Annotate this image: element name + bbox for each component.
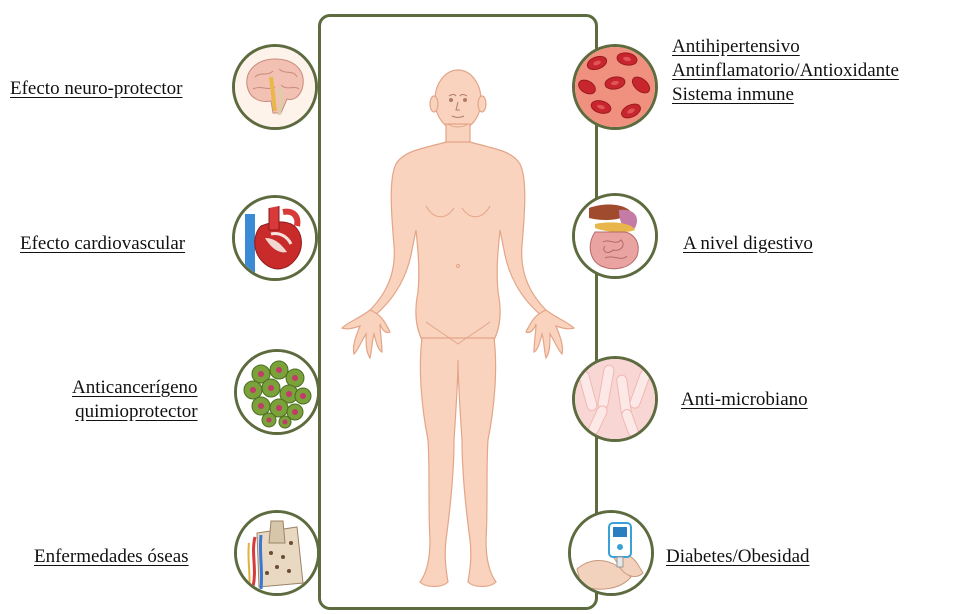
heart-icon [235,198,315,278]
brain-circle [232,44,318,130]
anticancer-line2: quimioprotector [72,400,198,424]
diabetes-circle [568,510,654,596]
digestive-system-icon [575,196,655,276]
antimicrobial-label: Anti-microbiano [681,388,808,412]
bone-diseases-label: Enfermedades óseas [34,545,189,569]
microbial-circle [572,356,658,442]
glucometer-icon [571,513,651,593]
diabetes-obesity-label: Diabetes/Obesidad [666,545,810,569]
heart-circle [232,195,318,281]
cancer-cells-icon [237,352,317,432]
antihypertensive-line2: Antinflamatorio/Antioxidante [672,59,899,83]
digestive-label: A nivel digestivo [683,232,813,256]
blood-circle [572,44,658,130]
red-blood-cells-icon [575,47,655,127]
bacteria-icon [575,359,655,439]
antihypertensive-line1: Antihipertensivo [672,35,899,59]
human-body-figure [330,60,586,600]
neuro-protective-label: Efecto neuro-protector [10,77,183,101]
antihypertensive-line3: Sistema inmune [672,83,899,107]
cancer-cells-circle [234,349,320,435]
brain-icon [235,47,315,127]
digestive-circle [572,193,658,279]
anticancer-line1: Anticancerígeno [72,376,198,400]
bone-tissue-icon [237,513,317,593]
antihypertensive-label: Antihipertensivo Antinflamatorio/Antioxi… [672,35,899,107]
bone-circle [234,510,320,596]
cardiovascular-label: Efecto cardiovascular [20,232,185,256]
anticancer-label: Anticancerígeno quimioprotector [72,376,198,424]
